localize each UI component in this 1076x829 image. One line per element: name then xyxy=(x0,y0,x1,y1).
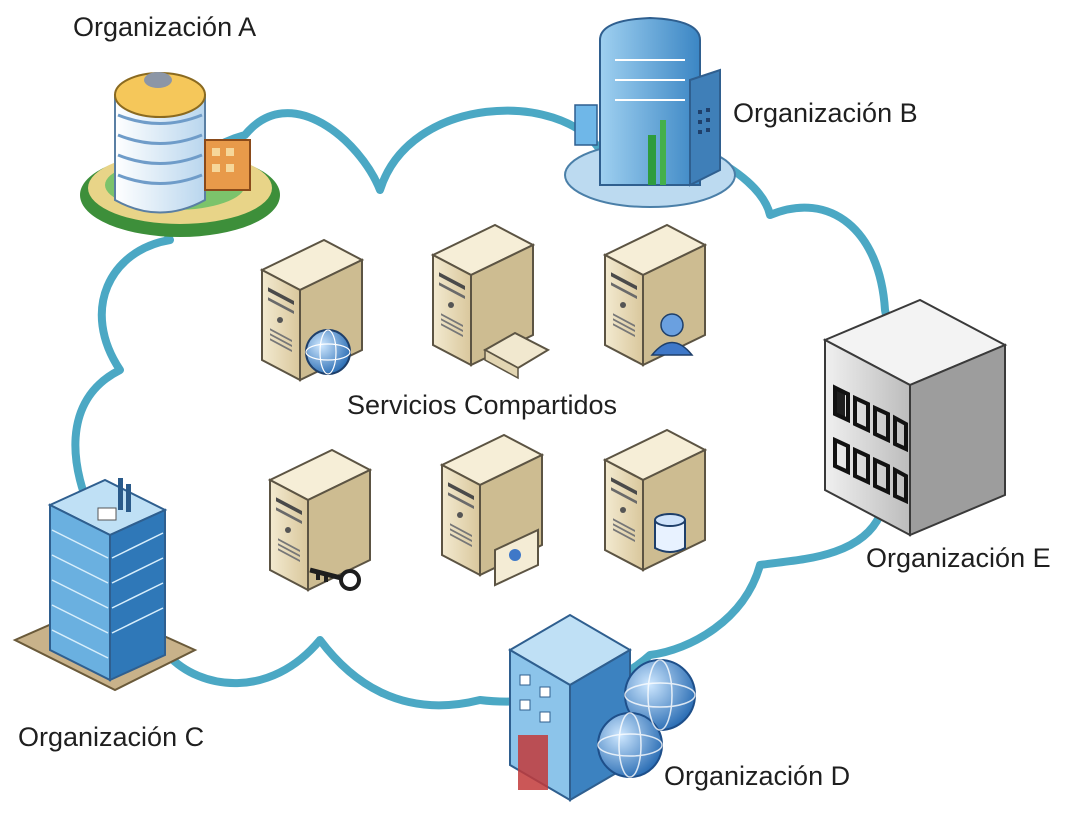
database-icon xyxy=(654,513,686,553)
org-e-label: Organización E xyxy=(866,543,1051,573)
globe-icon xyxy=(305,329,351,375)
user-icon xyxy=(650,313,694,356)
office-tower-icon xyxy=(80,72,280,237)
envelope-icon xyxy=(482,331,551,380)
card-icon xyxy=(494,528,539,587)
corporate-building-icon xyxy=(564,16,736,208)
glass-skyscraper-icon xyxy=(12,478,198,692)
org-d-label: Organización D xyxy=(664,761,851,791)
gray-building-icon xyxy=(822,298,1008,537)
center-label: Servicios Compartidos xyxy=(347,390,617,420)
key-icon xyxy=(309,567,361,591)
org-b-label: Organización B xyxy=(733,98,918,128)
org-a-label: Organización A xyxy=(73,12,257,42)
building-with-globes-icon xyxy=(508,613,696,802)
org-c-label: Organización C xyxy=(18,722,205,752)
